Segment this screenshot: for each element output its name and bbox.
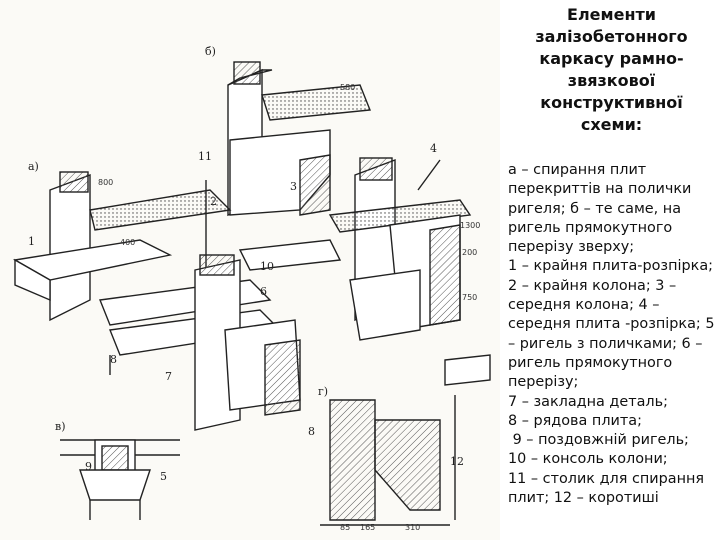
dim-750: 750 <box>462 293 477 302</box>
construction-drawing: б) а) в) г) 1 2 3 4 5 6 7 8 9 10 11 12 8… <box>12 45 491 532</box>
label-part-b: б) <box>205 45 216 58</box>
legend-line: 8 – рядова плита; <box>508 412 642 429</box>
callout-9: 9 <box>85 460 92 473</box>
dim-400: 400 <box>120 238 135 247</box>
legend-line: 7 – закладна деталь; <box>508 393 668 410</box>
callout-7: 7 <box>165 370 172 383</box>
section-v <box>60 439 180 520</box>
callout-12: 12 <box>450 455 464 468</box>
callout-1: 1 <box>28 235 35 248</box>
callout-8: 8 <box>110 353 117 366</box>
callout-8b: 8 <box>308 425 315 438</box>
dim-200: 200 <box>462 248 477 257</box>
callout-11: 11 <box>198 150 212 163</box>
callout-4: 4 <box>430 142 437 155</box>
assembly-b <box>205 61 441 275</box>
assembly-middle-column <box>328 157 472 341</box>
caption-legend: а – спирання плит перекриттів на полички… <box>508 161 718 508</box>
label-part-a: а) <box>28 160 39 173</box>
legend-line: 10 – консоль колони; <box>508 451 668 468</box>
legend-line: 11 – столик для спирання плит; 12 – коро… <box>508 470 705 507</box>
legend-line: а – спирання плит перекриттів на полички… <box>508 162 692 256</box>
label-part-v: в) <box>55 420 65 433</box>
assembly-a <box>12 171 301 431</box>
callout-2: 2 <box>210 195 217 208</box>
callout-3: 3 <box>290 180 297 193</box>
label-part-g: г) <box>318 385 328 398</box>
dim-800: 800 <box>98 178 113 187</box>
dim-310: 310 <box>405 523 420 532</box>
callout-6: 6 <box>260 285 267 298</box>
callout-5: 5 <box>160 470 167 483</box>
dim-85: 85 <box>340 523 350 532</box>
legend-line: 1 – крайня плита-розпірка; 2 – крайня ко… <box>508 258 715 391</box>
dim-580: 580 <box>340 83 355 92</box>
dim-165: 165 <box>360 523 375 532</box>
dim-1300: 1300 <box>460 221 480 230</box>
callout-10: 10 <box>260 260 274 273</box>
section-g <box>320 354 491 526</box>
slide-title: Елементи залізобетонного каркасу рамно- … <box>535 5 688 134</box>
legend-line: 9 – поздовжній ригель; <box>512 432 689 449</box>
